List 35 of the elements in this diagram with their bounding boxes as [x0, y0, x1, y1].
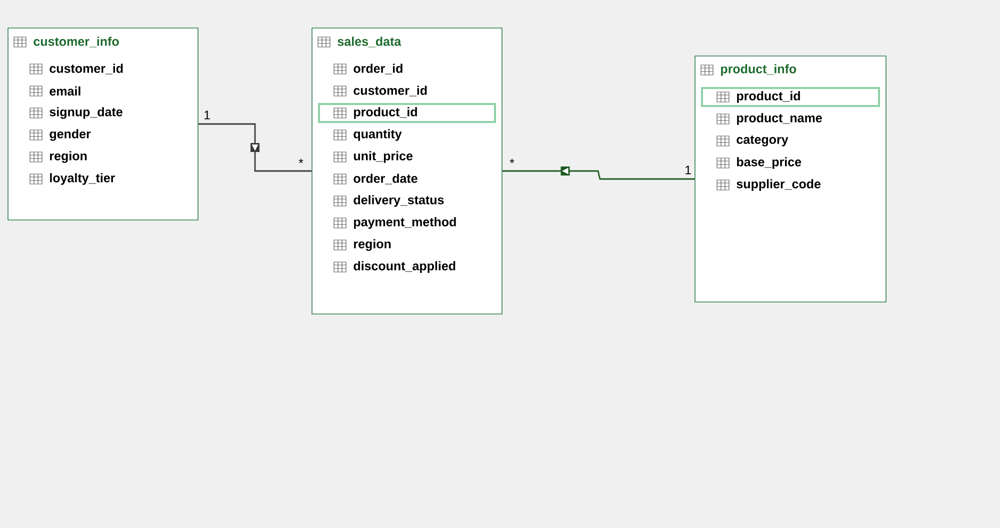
field-name: email: [50, 86, 80, 96]
highlighted-field: [318, 103, 496, 123]
field-name: category: [736, 136, 788, 146]
table-box: [8, 28, 198, 220]
field-name: loyalty_tier: [50, 173, 116, 185]
table-title: sales_data: [338, 36, 402, 48]
cardinality-label: *: [298, 158, 304, 164]
field-name: region: [50, 151, 87, 163]
cardinality-label: *: [510, 158, 514, 164]
table-title: product_info: [721, 64, 796, 76]
table-title: customer_info: [34, 36, 119, 48]
field-name: product_id: [354, 107, 417, 119]
table-box: [312, 28, 502, 314]
field-name: product_name: [737, 113, 822, 125]
field-name: delivery_status: [354, 195, 444, 207]
field-name: customer_id: [50, 64, 123, 74]
field-name: gender: [50, 129, 91, 141]
field-name: discount_applied: [354, 261, 456, 273]
field-name: supplier_code: [736, 179, 821, 191]
field-name: quantity: [354, 129, 402, 141]
field-name: customer_id: [354, 86, 427, 96]
field-name: order_id: [354, 64, 402, 74]
field-name: payment_method: [354, 217, 456, 229]
table-box: [694, 56, 886, 302]
cardinality-label: 1: [686, 166, 691, 174]
field-name: order_date: [354, 174, 418, 184]
cardinality-label: 1: [204, 110, 210, 120]
field-name: product_id: [737, 91, 800, 103]
relationship-line: [502, 166, 695, 180]
field-name: signup_date: [50, 107, 122, 119]
field-name: unit_price: [354, 151, 413, 163]
relationship-line: [198, 123, 312, 172]
highlighted-field: [701, 87, 880, 107]
field-name: region: [354, 239, 391, 251]
field-name: base_price: [737, 157, 802, 169]
